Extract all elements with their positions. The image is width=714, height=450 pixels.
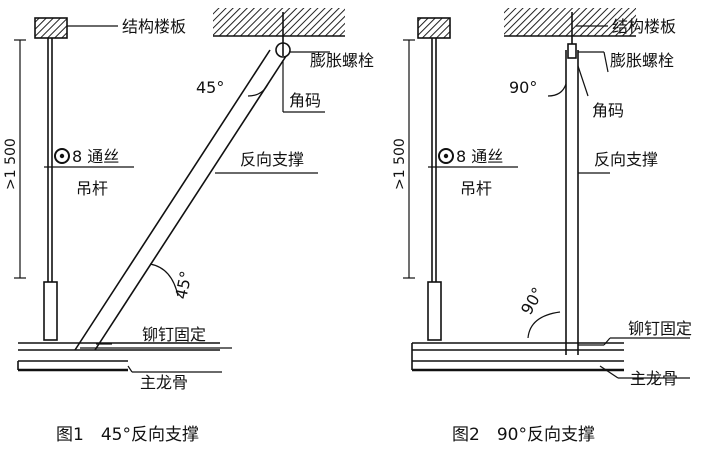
fig1-rivet-label: 铆钉固定	[142, 325, 206, 344]
fig2-dimension-line	[403, 39, 415, 279]
fig1-diagonal-brace	[74, 49, 291, 351]
fig2-vertical-brace	[565, 50, 579, 355]
fig1-bracket-label: 角码	[289, 91, 321, 110]
fig1-brace-label: 反向支撑	[240, 150, 304, 169]
fig1-angle-bottom-label: 45°	[171, 269, 195, 301]
fig1-hanger-rod	[43, 38, 58, 341]
fig2-brace-label: 反向支撑	[594, 150, 658, 169]
fig2-anchor-block	[417, 17, 451, 39]
fig2-hanger-rod	[427, 38, 442, 341]
fig1-dimension-label: >1 500	[3, 138, 19, 190]
fig2-main-keel-label: 主龙骨	[630, 369, 678, 388]
fig1-main-keel-label: 主龙骨	[140, 373, 188, 392]
fig2-main-keel	[411, 342, 624, 372]
figure-2	[403, 8, 690, 379]
figure-1	[14, 8, 345, 373]
fig1-anchor-block	[34, 17, 68, 39]
fig2-bracket-label: 角码	[592, 101, 624, 120]
fig2-rivet-label: 铆钉固定	[628, 319, 692, 338]
fig2-slab-hatch	[504, 8, 636, 36]
fig1-slab-hatch	[213, 8, 345, 36]
fig2-dimension-label: >1 500	[392, 138, 408, 190]
fig1-dimension-line	[14, 39, 26, 279]
fig2-angle-bottom-label: 90°	[517, 284, 548, 318]
fig2-rod-spec-label: 8 通丝	[456, 147, 503, 166]
fig2-slab-label: 结构楼板	[612, 17, 676, 36]
fig1-bolt-label: 膨胀螺栓	[310, 51, 374, 70]
fig1-rod-spec-label: 8 通丝	[72, 147, 119, 166]
fig2-caption: 图2 90°反向支撑	[452, 425, 595, 445]
fig1-rod-label: 吊杆	[76, 179, 108, 198]
fig1-caption: 图1 45°反向支撑	[56, 425, 199, 445]
fig1-slab-label: 结构楼板	[122, 17, 186, 36]
fig2-angle-top-label: 90°	[509, 78, 537, 97]
fig2-rod-label: 吊杆	[460, 179, 492, 198]
fig2-bolt-label: 膨胀螺栓	[610, 51, 674, 70]
fig1-angle-top-label: 45°	[196, 78, 224, 97]
fig1-main-keel	[17, 342, 220, 372]
